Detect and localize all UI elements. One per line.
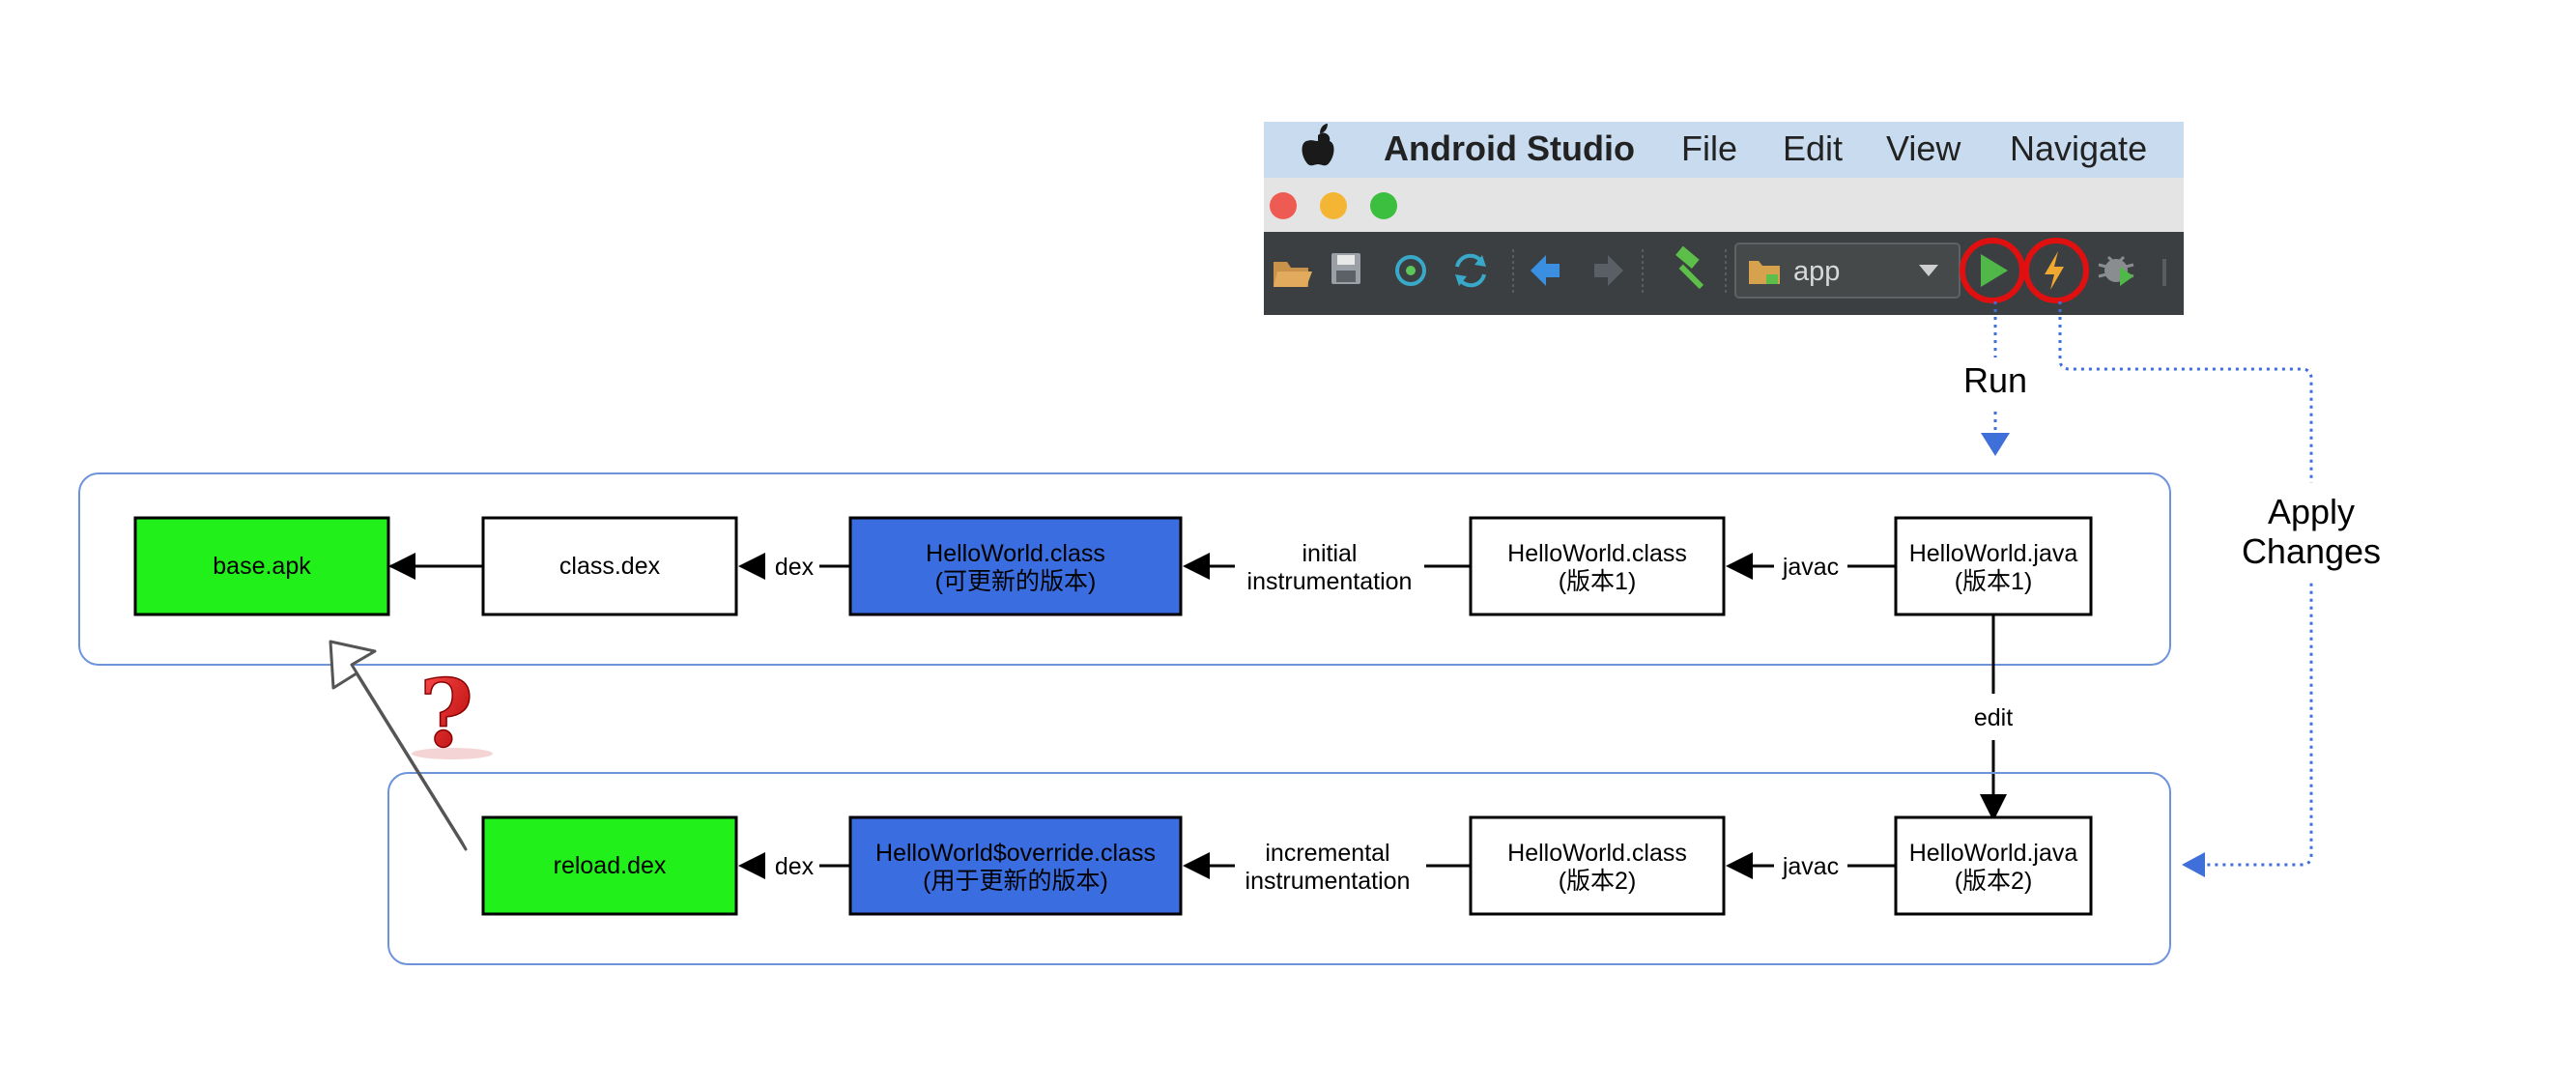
hw-class-updatable-line2: (可更新的版本) <box>935 568 1097 595</box>
hw-class-updatable-box <box>848 516 1183 616</box>
android-studio-toolbar: Android Studio File Edit View Navigate <box>1264 122 2184 315</box>
hw-java-v1-line2: (版本1) <box>1955 568 2033 595</box>
arrowhead <box>738 553 765 580</box>
run-build-group <box>78 472 2171 666</box>
run-icon[interactable] <box>1981 254 2008 287</box>
apply-changes-arrow <box>2058 301 2396 877</box>
menu-navigate[interactable]: Navigate <box>2010 129 2147 168</box>
menu-edit[interactable]: Edit <box>1783 129 1843 168</box>
arrowhead <box>1183 852 1210 879</box>
hw-class-v2-box <box>1469 815 1726 916</box>
base-apk-box <box>133 516 390 616</box>
edge-initial-instr-line2: instrumentation <box>1247 568 1413 595</box>
window-title-bar <box>1264 178 2184 232</box>
question-mark-icon: ? <box>412 658 493 769</box>
class-dex-box <box>481 516 738 616</box>
hw-java-v2-box <box>1894 815 2093 916</box>
hw-override-class-line2: (用于更新的版本) <box>923 868 1108 895</box>
apply-changes-icon[interactable] <box>2045 251 2064 290</box>
arrowhead <box>1183 553 1210 580</box>
forward-arrow-icon[interactable] <box>1594 255 1623 286</box>
config-selector[interactable]: app <box>1734 243 1961 299</box>
menu-bar <box>1264 122 2184 178</box>
hw-override-class-line1: HelloWorld$override.class <box>875 840 1156 867</box>
hw-class-updatable-line1: HelloWorld.class <box>926 540 1105 567</box>
open-folder-icon[interactable] <box>1274 262 1312 287</box>
hw-class-v1-box <box>1469 516 1726 616</box>
run-arrow <box>1981 301 2010 456</box>
sync-icon[interactable] <box>1395 255 1426 286</box>
edge-initial-instr-line1: initial <box>1302 540 1358 567</box>
arrowhead <box>1726 553 1753 580</box>
close-window-icon[interactable] <box>1270 192 1297 219</box>
apply-changes-label-line1: Apply <box>2268 492 2355 531</box>
hw-class-v2-line1: HelloWorld.class <box>1507 840 1687 867</box>
chevron-down-icon <box>1919 265 1938 276</box>
reload-dex-box <box>481 815 738 916</box>
build-hammer-icon[interactable] <box>1675 245 1704 290</box>
config-selector-label: app <box>1793 256 1840 287</box>
refresh-icon[interactable] <box>1455 253 1486 288</box>
edge-dex-bottom-label: dex <box>775 853 815 880</box>
hw-java-v1-line1: HelloWorld.java <box>1909 540 2078 567</box>
hw-java-v1-box <box>1894 516 2093 616</box>
debug-icon[interactable] <box>2098 255 2134 286</box>
run-label: Run <box>1963 360 2027 400</box>
hw-class-v1-line1: HelloWorld.class <box>1507 540 1687 567</box>
save-icon[interactable] <box>1331 253 1360 284</box>
menu-file[interactable]: File <box>1681 129 1737 168</box>
minimize-window-icon[interactable] <box>1320 192 1347 219</box>
reload-dex-label: reload.dex <box>554 852 667 879</box>
edge-javac-top-label: javac <box>1782 554 1839 581</box>
edge-incremental-instr-line2: instrumentation <box>1245 868 1411 895</box>
hw-class-v1-line2: (版本1) <box>1559 568 1637 595</box>
apple-icon[interactable] <box>1302 124 1334 166</box>
edge-javac-bottom-label: javac <box>1782 853 1839 880</box>
arrowhead <box>1980 794 2007 821</box>
menu-view[interactable]: View <box>1886 129 1961 168</box>
edge-dex-top-label: dex <box>775 554 815 581</box>
apply-changes-group <box>387 772 2171 965</box>
run-highlight-circle <box>1960 238 2025 303</box>
tool-bar <box>1264 232 2184 315</box>
hw-override-class-box <box>848 815 1183 916</box>
base-apk-label: base.apk <box>213 553 311 580</box>
arrowhead <box>1726 852 1753 879</box>
arrowhead <box>388 553 415 580</box>
hw-class-v2-line2: (版本2) <box>1559 868 1637 895</box>
toolbar-overflow <box>2162 259 2166 286</box>
apply-changes-label-line2: Changes <box>2242 531 2381 571</box>
question-mark: ? <box>419 659 473 768</box>
hw-java-v2-line1: HelloWorld.java <box>1909 840 2078 867</box>
maximize-window-icon[interactable] <box>1370 192 1397 219</box>
hollow-arrow-to-apk <box>329 640 468 851</box>
edge-incremental-instr-line1: incremental <box>1265 840 1389 867</box>
arrowhead <box>738 852 765 879</box>
app-module-icon <box>1749 261 1780 284</box>
edge-edit-label: edit <box>1974 704 2013 731</box>
app-name: Android Studio <box>1384 129 1635 168</box>
hw-java-v2-line2: (版本2) <box>1955 868 2033 895</box>
apply-changes-highlight-circle <box>2023 238 2089 303</box>
class-dex-label: class.dex <box>559 553 661 580</box>
back-arrow-icon[interactable] <box>1531 255 1560 286</box>
